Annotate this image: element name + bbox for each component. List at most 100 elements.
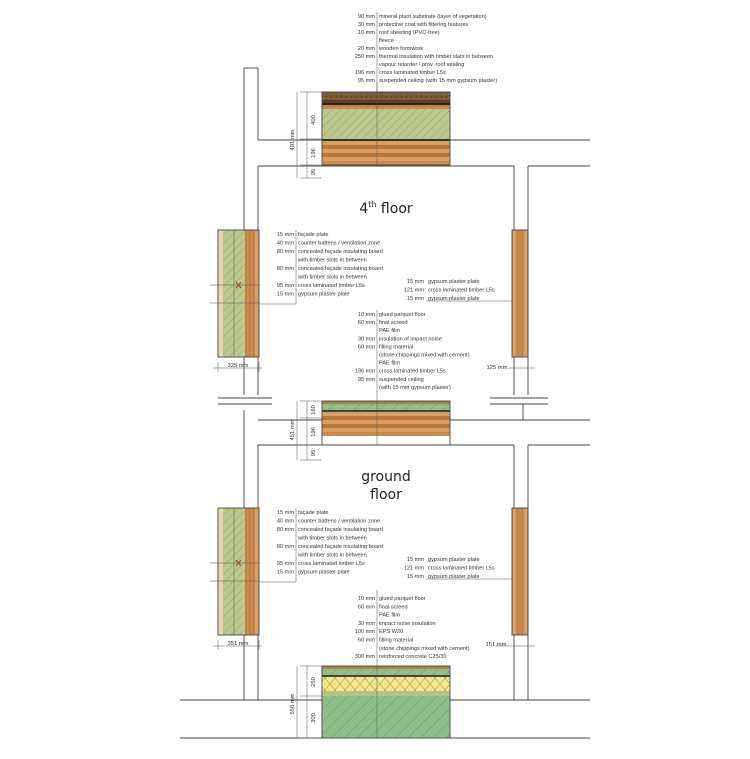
mid-layer-description: filling material: [379, 344, 413, 350]
roof-layer-thickness: 250 mm: [355, 54, 376, 60]
mid-dim-160: 160: [311, 405, 317, 415]
outer-wall-4th-dim: 325 mm: [228, 363, 249, 369]
roof-layer-description: vapour retarder / prov. roof sealing: [379, 62, 464, 68]
roof-layer-thickness: 95 mm: [358, 78, 375, 84]
fourth-floor-label: 4th floor: [359, 200, 413, 217]
iwallg-layer-description: gypsum plaster plate: [428, 574, 480, 580]
wall4-layer-description: with timber slots in between: [297, 275, 367, 281]
outer-wall-ground-layer-list: 15 mm façade plate 40 mm counter battens / …: [277, 510, 383, 576]
roof-layer-thickness: 90 mm: [358, 14, 375, 20]
wall4-layer-description: concealed façade insulating board: [298, 266, 383, 272]
iwallg-layer-thickness: 121 mm: [404, 566, 425, 572]
wallg-layer-thickness: 95 mm: [277, 561, 294, 567]
wallg-layer-description: counter battens / ventilation zone: [298, 519, 380, 525]
roof-layer-description: wooden formwork: [378, 46, 423, 52]
outer-wall-ground-dimension: 351 mm: [213, 640, 262, 650]
wallg-layer-thickness: 80 mm: [277, 544, 294, 550]
outer-wall-4th-layer-list: 15 mm façade plate 40 mm counter battens / …: [277, 232, 383, 298]
mid-layer-description: insulation of impact noise: [379, 336, 442, 342]
slab-layer-thickness: 300 mm: [355, 654, 376, 660]
slab-layer-description: PAE film: [379, 613, 400, 619]
inner-wall-ground-dimension: 151 mm: [486, 642, 535, 648]
mid-layer-description: PAE film: [379, 361, 400, 367]
roof-layer-description: mineral plant substrate (layer of vegeta…: [379, 14, 487, 20]
mid-floor-dimensions: 160 451 mm 196 95: [290, 400, 322, 461]
wallg-layer-description: with timber slots in between: [297, 553, 367, 559]
roof-buildup: [321, 82, 451, 166]
roof-layer-description: protective coat with filtering features: [379, 22, 468, 28]
wallg-layer-description: gypsum plaster plate: [298, 570, 350, 576]
wallg-layer-description: concealed façade insulating board: [298, 527, 383, 533]
iwall4-layer-thickness: 15 mm: [407, 296, 424, 302]
mid-layer-description: (stone chippings mixed with cement): [379, 353, 470, 359]
roof-dim-400: 400: [311, 115, 317, 125]
roof-layer-description: thermal insulation with timber slats in …: [379, 54, 493, 60]
wallg-layer-description: cross laminated timber L5s: [298, 561, 365, 567]
iwallg-layer-thickness: 15 mm: [407, 557, 424, 563]
slab-dim-300: 300: [311, 713, 317, 723]
iwallg-layer-description: cross laminated timber L5s: [428, 566, 495, 572]
ground-slab-list: 10 mm glued parquet floor 60 mm final scree…: [355, 590, 470, 666]
wall4-layer-thickness: 80 mm: [277, 249, 294, 255]
wall4-layer-description: with timber slots in between: [297, 258, 367, 264]
roof-layer-description: roof sheeting (PVC-free): [379, 30, 440, 36]
mid-layer-description: PAE film: [379, 328, 400, 334]
wallg-layer-thickness: 15 mm: [277, 510, 294, 516]
wall4-layer-thickness: 15 mm: [277, 232, 294, 238]
slab-layer-description: impact noise insulation: [379, 621, 436, 627]
slab-layer-description: final screed: [379, 604, 408, 610]
slab-layer-description: (stone chippings mixed with cement): [379, 646, 470, 652]
wall4-layer-description: façade plate: [298, 232, 328, 238]
wallg-layer-description: façade plate: [298, 510, 328, 516]
mid-floor-buildup: [321, 400, 451, 446]
ground-floor-label-line1: ground: [361, 469, 411, 485]
roof-layer-thickness: 196 mm: [355, 70, 376, 76]
iwall4-layer-thickness: 15 mm: [407, 279, 424, 285]
mid-layer-thickness: 60 mm: [358, 344, 375, 350]
roof-layer-description: fleece: [379, 38, 394, 44]
wallg-layer-description: concealed façade insulating board: [298, 544, 383, 550]
wall4-layer-thickness: 15 mm: [277, 292, 294, 298]
inner-wall-4th-dim: 125 mm: [487, 365, 508, 371]
iwallg-layer-description: gypsum plaster plate: [428, 557, 480, 563]
wall4-layer-description: gypsum plaster plate: [298, 292, 350, 298]
roof-dim-total: 491 mm: [290, 129, 296, 150]
wallg-layer-thickness: 15 mm: [277, 570, 294, 576]
ground-slab-dimensions: 250 550 mm 300: [290, 665, 322, 739]
wall4-layer-thickness: 95 mm: [277, 283, 294, 289]
wallg-layer-thickness: 80 mm: [277, 527, 294, 533]
roof-layer-description: suspended ceiling (with 15 mm gypsum pla…: [379, 78, 497, 84]
outer-wall-ground-dim: 351 mm: [228, 641, 249, 647]
iwall4-layer-description: cross laminated timber L5s: [428, 288, 495, 294]
wall4-layer-description: counter battens / ventilation zone: [298, 241, 380, 247]
roof-layer-thickness: 10 mm: [358, 30, 375, 36]
mid-layer-thickness: 60 mm: [358, 320, 375, 326]
roof-dim-95: 95: [311, 169, 317, 175]
slab-layer-description: filling material: [379, 638, 413, 644]
roof-layer-list: 90 mm mineral plant substrate (layer of v…: [355, 12, 497, 92]
slab-layer-thickness: 100 mm: [355, 629, 376, 635]
inner-wall-ground: [511, 507, 529, 636]
slab-layer-description: EPS W20: [379, 629, 403, 635]
wall4-layer-description: cross laminated timber L5s: [298, 283, 365, 289]
ground-floor-label-line2: floor: [370, 487, 402, 503]
wall4-layer-thickness: 40 mm: [277, 241, 294, 247]
slab-layer-thickness: 60 mm: [358, 604, 375, 610]
iwall4-layer-description: gypsum plaster plate: [428, 296, 480, 302]
roof-dim-196: 196: [311, 148, 317, 158]
wallg-layer-thickness: 40 mm: [277, 519, 294, 525]
mid-layer-description: (with 15 mm gypsum plaster): [379, 385, 451, 391]
slab-layer-description: glued parquet floor: [379, 596, 426, 602]
outer-wall-4th: [210, 229, 260, 358]
mid-layer-thickness: 196 mm: [355, 369, 376, 375]
wall4-layer-description: concealed façade insulating board: [298, 249, 383, 255]
wallg-layer-description: with timber slots in between: [297, 536, 367, 542]
slab-dim-total: 550 mm: [290, 693, 296, 714]
slab-layer-thickness: 10 mm: [358, 596, 375, 602]
slab-layer-description: reinforced concrete C25/30: [379, 654, 446, 660]
mid-dim-95: 95: [311, 450, 317, 456]
ground-slab-buildup: [321, 665, 451, 739]
